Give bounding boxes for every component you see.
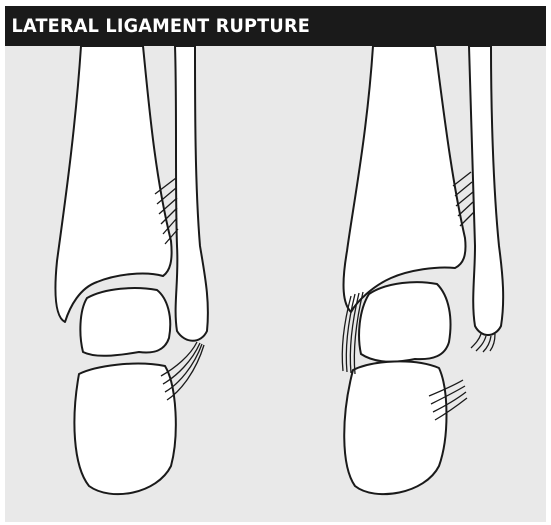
- fibula-left: [175, 46, 208, 341]
- fibula-right: [469, 46, 503, 335]
- ankle-illustration: [5, 46, 546, 522]
- tibia-right: [344, 46, 466, 312]
- title-bar: LATERAL LIGAMENT RUPTURE: [5, 6, 546, 46]
- talus-left: [80, 288, 170, 356]
- tibia-left: [55, 46, 171, 322]
- ruptured-ankle: [342, 46, 503, 494]
- torn-ligament-stump-fibula: [471, 334, 495, 352]
- figure-title: LATERAL LIGAMENT RUPTURE: [5, 15, 310, 37]
- calcaneus-left: [74, 364, 175, 495]
- intact-ankle: [55, 46, 207, 494]
- illustration-area: [5, 46, 546, 522]
- calcaneus-right: [344, 361, 446, 494]
- talus-right: [359, 282, 450, 362]
